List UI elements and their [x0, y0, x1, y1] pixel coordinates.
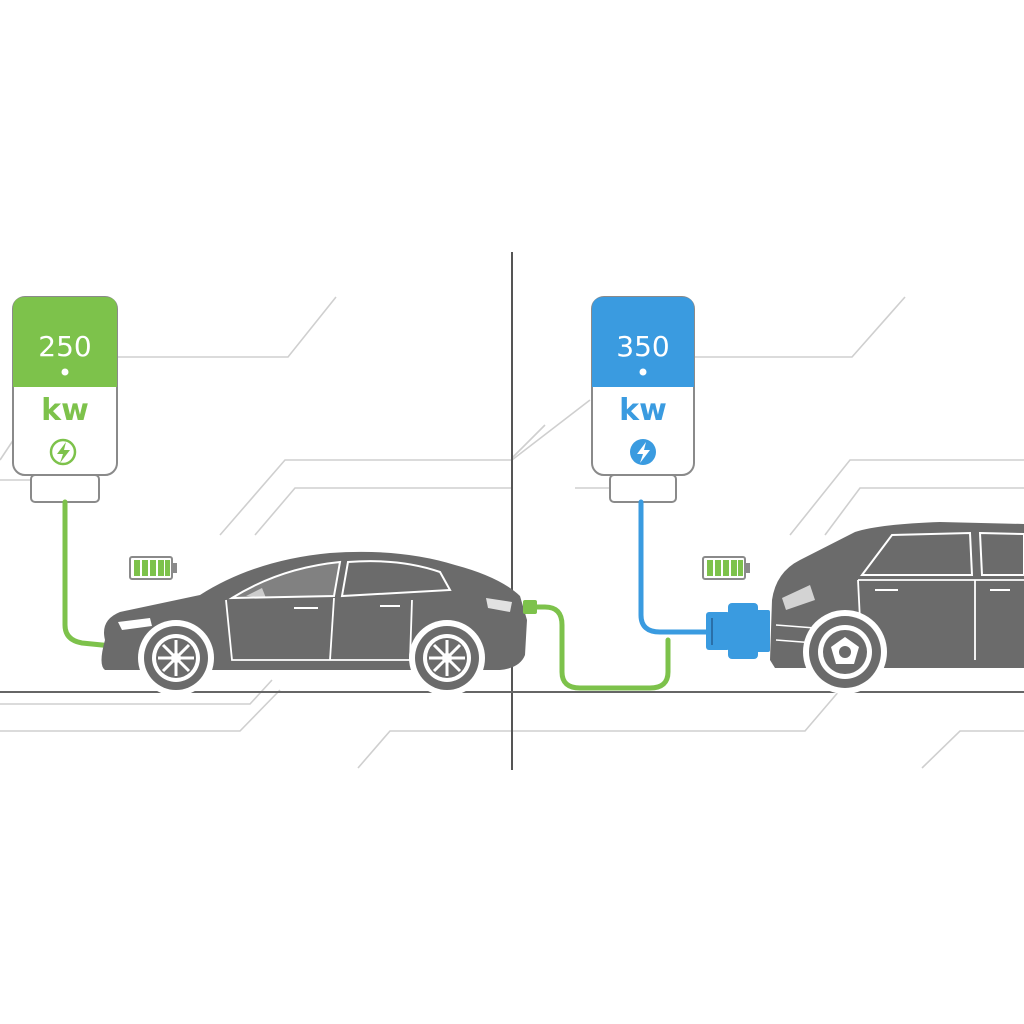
sedan-car-icon: [101, 551, 527, 696]
charger-screen: [13, 297, 117, 387]
charger-screen: [592, 297, 694, 387]
charger-350kw: 350 kw: [591, 296, 695, 503]
charger-250kw: 250 kw: [12, 296, 118, 503]
battery-full-icon-right: [702, 556, 750, 580]
charger-base: [609, 474, 677, 503]
screen-dot: [61, 368, 69, 376]
suv-front-wheel: [809, 616, 881, 688]
green-cable-right: [525, 604, 671, 691]
charging-plug-icon: [706, 603, 770, 659]
green-plug-head: [523, 600, 537, 614]
power-unit: kw: [41, 393, 89, 428]
power-unit: kw: [619, 393, 667, 428]
power-value: 350: [616, 330, 669, 363]
battery-full-icon: [129, 556, 177, 580]
sedan-rear-wheel: [415, 626, 479, 690]
lightning-outline-icon: [49, 438, 77, 466]
blue-cable: [638, 499, 711, 635]
sedan-front-wheel: [144, 626, 208, 690]
power-value: 250: [38, 330, 91, 363]
charger-base: [30, 474, 100, 503]
green-cable-left: [62, 499, 115, 649]
lightning-filled-icon: [630, 439, 656, 465]
screen-dot: [639, 368, 647, 376]
suv-car-icon: [770, 522, 1024, 694]
background-circuit-lines: [0, 296, 1024, 769]
